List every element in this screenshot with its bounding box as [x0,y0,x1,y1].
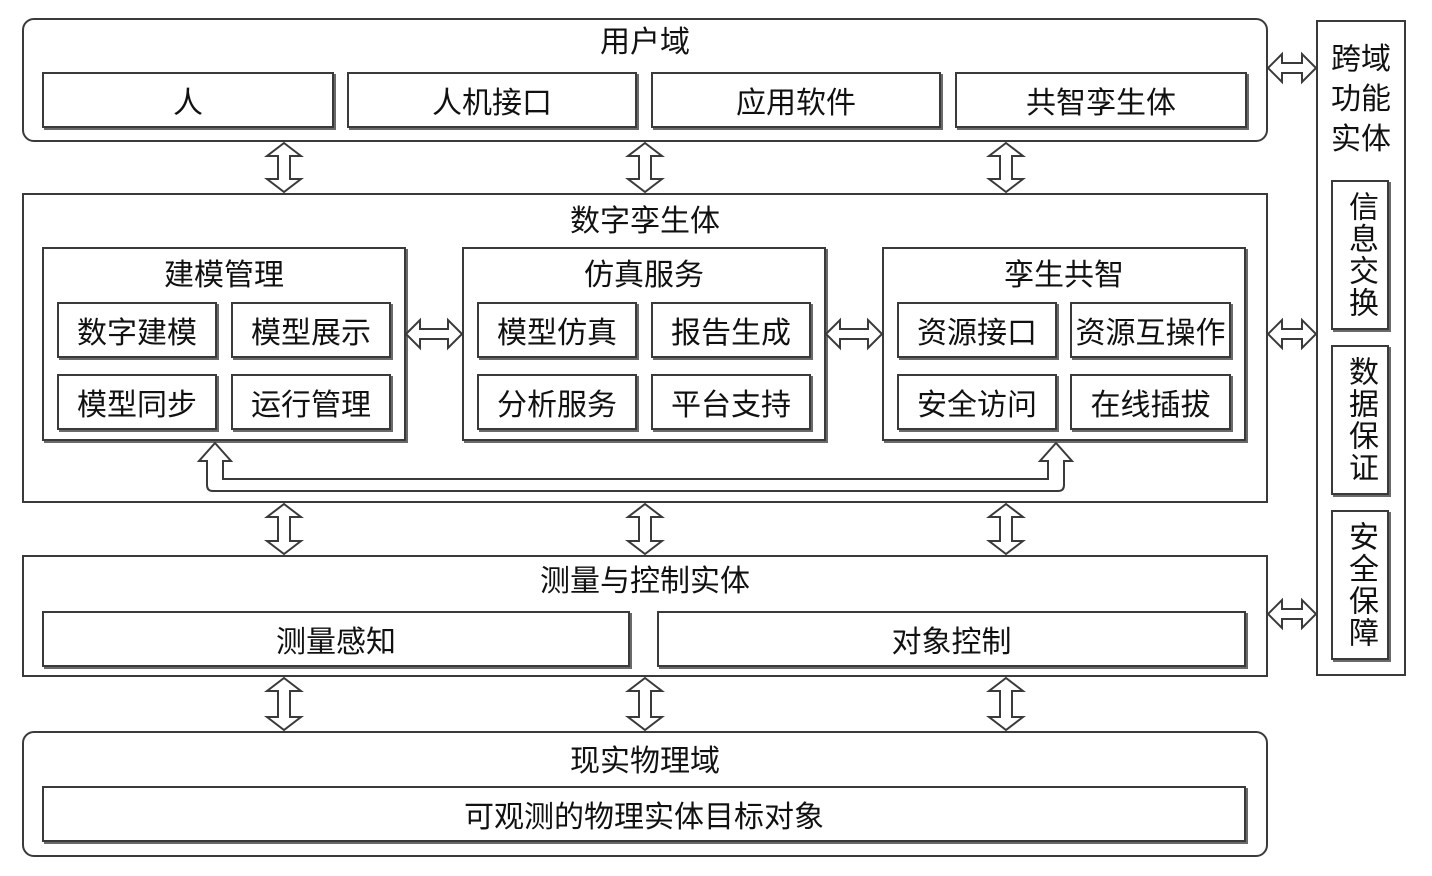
arrow-twin-measure-2 [986,502,1026,556]
arrow-twin-measure-1 [625,502,665,556]
arrow-cross-measure [1266,597,1318,631]
cross-item-security: 安全保障 [1331,510,1389,660]
cross-item-info-exchange: 信息交换 [1331,180,1389,330]
measure-control-title: 测量与控制实体 [540,564,750,599]
physical-domain-title: 现实物理域 [570,744,720,779]
simulation-item-model-sim: 模型仿真 [477,302,637,358]
arrow-measure-physical-1 [625,676,665,732]
cross-domain-title-text: 跨域功能实体 [1331,42,1391,157]
modeling-item-digital-modeling: 数字建模 [57,302,217,358]
arrow-measure-physical-2 [986,676,1026,732]
sharing-item-online-plug: 在线插拔 [1070,374,1231,430]
user-item-app-software: 应用软件 [651,72,941,128]
user-item-person: 人 [42,72,334,128]
cross-item-data-assurance: 数据保证 [1331,345,1389,495]
arrow-user-twin-2 [986,141,1026,194]
modeling-item-model-display: 模型展示 [231,302,391,358]
sharing-item-resource-interface: 资源接口 [897,302,1057,358]
digital-twin-title: 数字孪生体 [570,204,720,239]
sharing-item-resource-interop: 资源互操作 [1070,302,1231,358]
modeling-item-run-mgmt: 运行管理 [231,374,391,430]
simulation-item-report-gen: 报告生成 [651,302,811,358]
physical-item-target: 可观测的物理实体目标对象 [42,786,1246,842]
user-item-shared-twin: 共智孪生体 [955,72,1247,128]
modeling-mgmt-title: 建模管理 [164,258,284,293]
sharing-item-secure-access: 安全访问 [897,374,1057,430]
cross-domain-title: 跨域功能实体 [1316,40,1406,160]
measure-item-object-control: 对象控制 [657,611,1246,667]
user-domain-title: 用户域 [600,25,690,60]
arrow-user-twin-0 [264,141,304,194]
measure-item-sensing: 测量感知 [42,611,630,667]
simulation-item-platform: 平台支持 [651,374,811,430]
arrow-cross-user [1266,51,1318,85]
simulation-item-analysis: 分析服务 [477,374,637,430]
arrow-measure-physical-0 [264,676,304,732]
user-item-hmi: 人机接口 [347,72,637,128]
arrow-twin-measure-0 [264,502,304,556]
modeling-item-model-sync: 模型同步 [57,374,217,430]
twin-sharing-title: 孪生共智 [1004,258,1124,293]
simulation-service-title: 仿真服务 [584,258,704,293]
arrow-user-twin-1 [625,141,665,194]
arrow-cross-twin [1266,317,1318,351]
